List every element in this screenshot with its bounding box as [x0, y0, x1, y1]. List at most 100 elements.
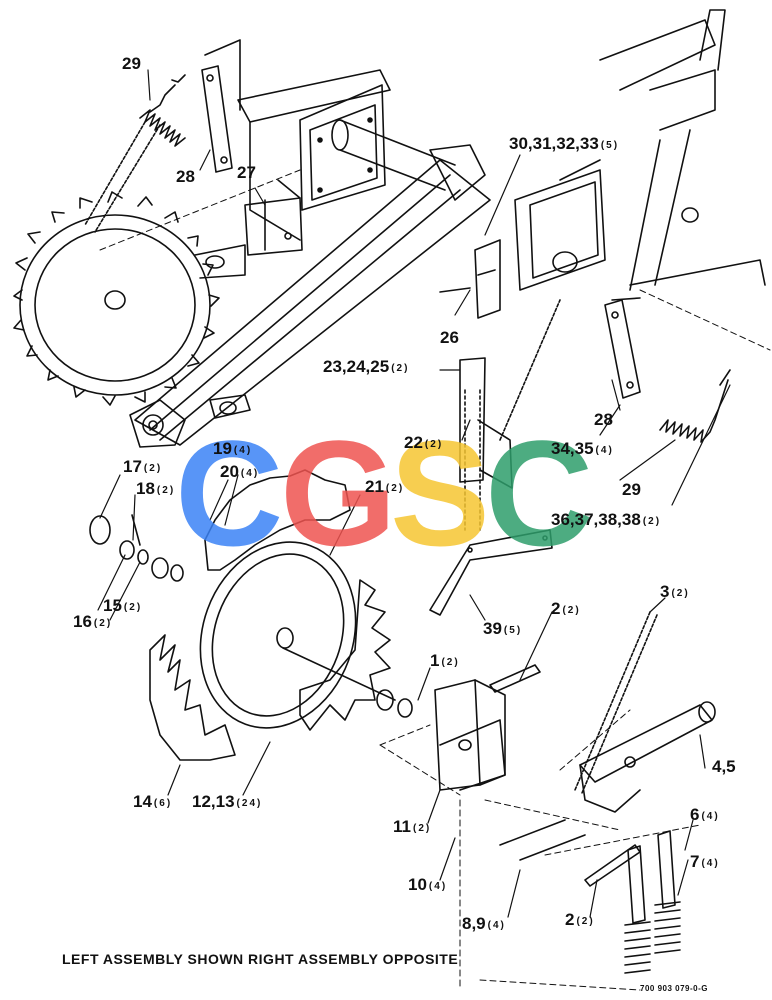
- callout-6: 6(4): [690, 806, 720, 826]
- callout-qty: (4): [701, 858, 720, 869]
- callout-28-left: 28: [176, 168, 197, 188]
- callout-qty: (4): [240, 468, 260, 479]
- callout-label: 2: [551, 599, 561, 618]
- part-28-left: [201, 65, 233, 173]
- callout-label: 15: [103, 596, 122, 615]
- callout-label: 22: [404, 433, 423, 452]
- callout-22: 22(2): [404, 434, 443, 454]
- callout-label: 39: [483, 619, 502, 638]
- callout-label: 3: [660, 582, 670, 601]
- callout-label: 8,9: [462, 914, 486, 933]
- callout-23-25: 23,24,25(2): [323, 358, 409, 378]
- callout-26: 26: [440, 329, 461, 349]
- callout-27: 27: [237, 164, 258, 184]
- callout-qty: (2): [576, 916, 595, 927]
- callout-16: 16(2): [73, 613, 112, 633]
- callout-label: 4,5: [712, 757, 736, 776]
- callout-label: 7: [690, 852, 700, 871]
- callout-11: 11(2): [393, 818, 431, 838]
- part-2-pins: [489, 664, 641, 887]
- lower-sprocket: [199, 541, 396, 729]
- callout-2-upper: 2(2): [551, 600, 581, 620]
- callout-label: 28: [176, 167, 195, 186]
- callout-4-5: 4,5: [712, 758, 738, 778]
- callout-label: 34,35: [551, 439, 594, 458]
- callout-qty: (2): [93, 618, 113, 629]
- callout-30-33: 30,31,32,33(5): [509, 135, 619, 155]
- callout-label: 14: [133, 792, 152, 811]
- callout-21: 21(2): [365, 478, 404, 498]
- watermark-letter-c: C: [485, 425, 593, 565]
- callout-label: 16: [73, 612, 92, 631]
- part-3-chain: [574, 611, 658, 794]
- callout-15: 15(2): [103, 597, 142, 617]
- callout-8-9: 8,9(4): [462, 915, 506, 935]
- watermark-letter-s: S: [390, 425, 490, 565]
- callout-qty: (6): [153, 798, 173, 809]
- part-28-right: [604, 299, 641, 399]
- figure-caption: LEFT ASSEMBLY SHOWN RIGHT ASSEMBLY OPPOS…: [62, 951, 459, 967]
- callout-label: 19: [213, 439, 232, 458]
- callout-18: 18(2): [136, 480, 175, 500]
- callout-label: 29: [622, 480, 641, 499]
- callout-qty: (2): [385, 483, 405, 494]
- callout-qty: (24): [236, 798, 263, 809]
- part-29-left-spring: [84, 74, 186, 233]
- callout-qty: (4): [233, 445, 253, 456]
- drawing-part-code: 700 903 079-0-G: [640, 984, 708, 993]
- main-frame: [204, 39, 391, 241]
- part-27-bracket: [244, 179, 303, 256]
- cross-shaft: [331, 119, 486, 201]
- callout-qty: (2): [412, 823, 432, 834]
- callout-qty: (2): [123, 602, 143, 613]
- callout-label: 28: [594, 410, 613, 429]
- callout-qty: (2): [143, 463, 163, 474]
- callout-39: 39(5): [483, 620, 522, 640]
- callout-3: 3(2): [660, 583, 690, 603]
- right-frame: [514, 9, 766, 301]
- callout-29-right: 29: [622, 481, 643, 501]
- callout-label: 10: [408, 875, 427, 894]
- callout-7: 7(4): [690, 853, 720, 873]
- callout-label: 20: [220, 462, 239, 481]
- callout-qty: (2): [156, 485, 176, 496]
- callout-2-lower: 2(2): [565, 911, 595, 931]
- callout-qty: (5): [600, 140, 620, 151]
- callout-19: 19(4): [213, 440, 252, 460]
- small-hardware-15-20: [89, 514, 184, 582]
- callout-label: 1: [430, 651, 440, 670]
- callout-label: 23,24,25: [323, 357, 390, 376]
- callout-label: 29: [122, 54, 141, 73]
- watermark-letter-c: C: [175, 425, 283, 565]
- assembly-dashed-lines: [99, 169, 771, 991]
- part-8-9-bolts: [499, 819, 586, 861]
- upper-sprocket: [13, 191, 246, 406]
- callout-1: 1(2): [430, 652, 460, 672]
- callout-34-35: 34,35(4): [551, 440, 614, 460]
- callout-14: 14(6): [133, 793, 172, 813]
- callout-label: 26: [440, 328, 459, 347]
- callout-qty: (4): [595, 445, 614, 456]
- callout-28-right: 28: [594, 411, 615, 431]
- drive-arm: [129, 159, 491, 448]
- callout-label: 36,37,38,38: [551, 510, 641, 529]
- callout-label: 27: [237, 163, 256, 182]
- callout-qty: (4): [701, 811, 720, 822]
- callout-qty: (2): [424, 439, 444, 450]
- callout-qty: (4): [487, 920, 506, 931]
- leader-lines: [97, 69, 731, 918]
- callout-label: 11: [393, 817, 411, 836]
- cgsc-watermark: C G S C: [175, 425, 593, 565]
- callout-29-left: 29: [122, 55, 143, 75]
- callout-label: 6: [690, 805, 700, 824]
- callout-qty: (2): [642, 516, 662, 527]
- part-29-right-spring: [499, 299, 731, 443]
- callout-qty: (2): [441, 657, 460, 668]
- callout-qty: (4): [428, 881, 448, 892]
- callout-qty: (2): [671, 588, 690, 599]
- callout-20: 20(4): [220, 463, 259, 483]
- callout-17: 17(2): [123, 458, 162, 478]
- watermark-letter-g: G: [280, 425, 397, 565]
- part-6-links: [627, 830, 676, 924]
